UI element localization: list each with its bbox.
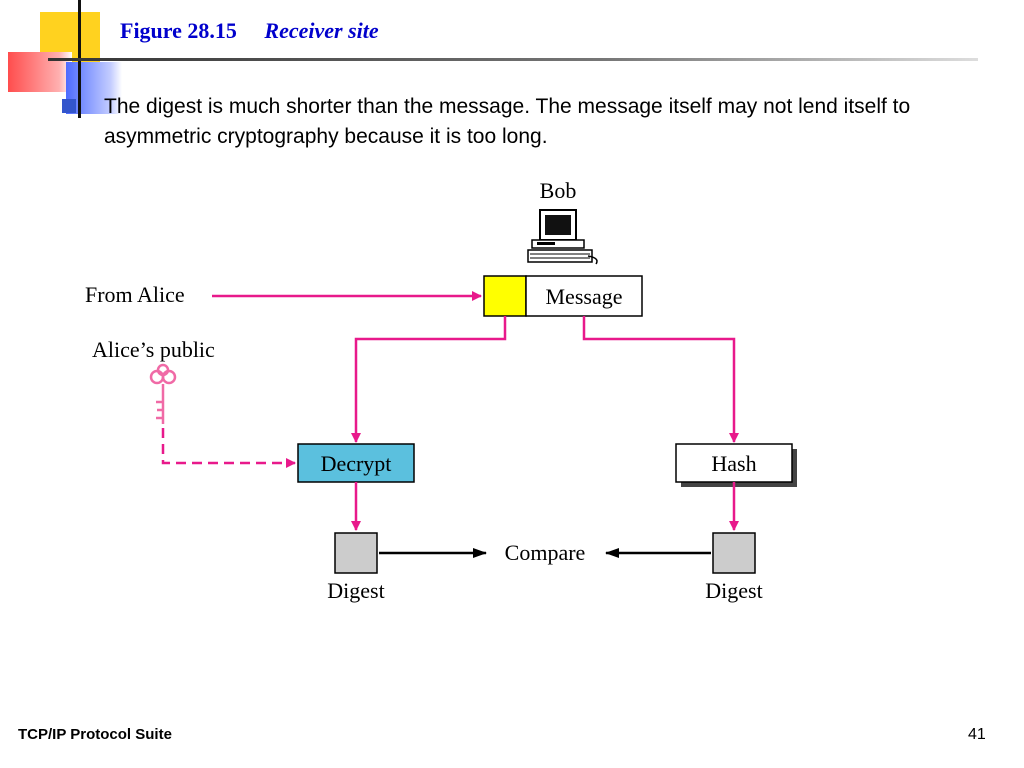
computer-icon	[527, 209, 598, 265]
digest-right-label: Digest	[705, 578, 762, 603]
message-box	[525, 275, 643, 317]
digest-box-right	[712, 532, 756, 574]
decrypt-label: Decrypt	[321, 451, 392, 476]
title-rule	[48, 58, 978, 61]
decrypt-box	[297, 443, 415, 483]
bullet-square-icon	[62, 99, 76, 113]
footer-text: TCP/IP Protocol Suite	[18, 726, 172, 743]
message-to-hash-arrow	[582, 316, 739, 443]
compare-label: Compare	[505, 540, 586, 565]
hash-label: Hash	[711, 451, 756, 476]
from-alice-label: From Alice	[85, 282, 185, 307]
key-icon	[149, 363, 177, 424]
alice-public-key-label: Alice’s public	[92, 337, 215, 362]
digest-box-left	[334, 532, 378, 574]
digest-left-label: Digest	[327, 578, 384, 603]
bullet-text: The digest is much shorter than the mess…	[104, 95, 911, 148]
signature-to-decrypt-arrow	[351, 316, 507, 443]
bob-label: Bob	[540, 178, 577, 203]
figure-number: Figure 28.15	[120, 18, 237, 43]
page-number: 41	[968, 726, 986, 743]
key-dashed-arrow	[161, 428, 296, 468]
hash-box	[675, 443, 793, 483]
signature-box	[483, 275, 527, 317]
figure-name: Receiver site	[264, 18, 379, 43]
message-label: Message	[546, 284, 623, 309]
figure-title: Figure 28.15 Receiver site	[120, 18, 379, 44]
